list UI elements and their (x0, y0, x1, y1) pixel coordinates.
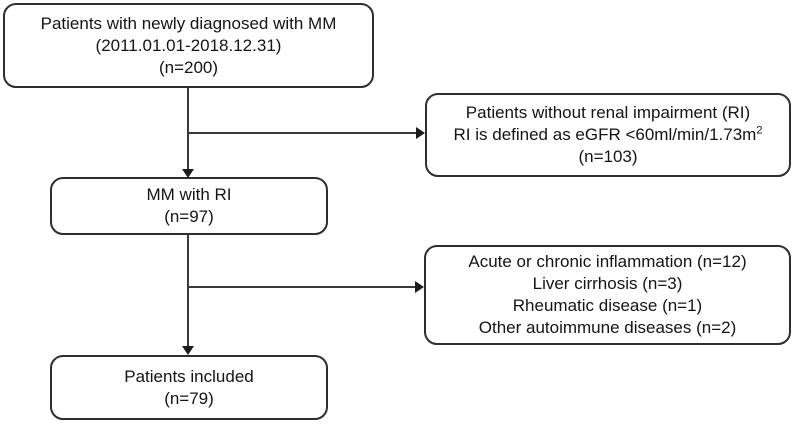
box-mm-with-ri: MM with RI (n=97) (50, 177, 328, 235)
box-without-renal-impairment: Patients without renal impairment (RI) R… (425, 93, 791, 177)
box-line: (2011.01.01-2018.12.31) (95, 35, 282, 55)
connector-top-to-mm-ri (187, 88, 189, 170)
egfr-definition-text: RI is defined as eGFR <60ml/min/1.73m (453, 125, 757, 144)
connector-to-without-ri (188, 132, 416, 134)
box-line: Rheumatic disease (n=1) (512, 296, 703, 315)
box-line: Patients included (124, 366, 254, 386)
superscript-2: 2 (756, 124, 763, 137)
box-line: Acute or chronic inflammation (n=12) (468, 252, 747, 271)
box-exclusions: Acute or chronic inflammation (n=12) Liv… (424, 245, 791, 345)
box-line: Patients with newly diagnosed with MM (40, 13, 337, 33)
box-line: (n=97) (164, 207, 214, 226)
box-line: (n=79) (164, 388, 214, 408)
box-patients-included: Patients included (n=79) (50, 355, 328, 420)
arrowhead-down-icon (182, 346, 194, 355)
box-line: RI is defined as eGFR <60ml/min/1.73m2 (454, 124, 763, 146)
arrowhead-right-icon (415, 281, 424, 293)
box-line: Liver cirrhosis (n=3) (532, 274, 683, 293)
box-newly-diagnosed-mm: Patients with newly diagnosed with MM (2… (3, 3, 374, 88)
connector-to-exclusions (188, 286, 415, 288)
box-line: (n=103) (578, 147, 638, 166)
box-line: (n=200) (158, 57, 219, 77)
arrowhead-right-icon (416, 127, 425, 139)
connector-mm-ri-to-included (187, 234, 189, 347)
arrowhead-down-icon (182, 169, 194, 178)
box-line: Patients without renal impairment (RI) (465, 103, 751, 122)
box-line: MM with RI (146, 185, 232, 204)
box-line: Other autoimmune diseases (n=2) (478, 318, 737, 337)
